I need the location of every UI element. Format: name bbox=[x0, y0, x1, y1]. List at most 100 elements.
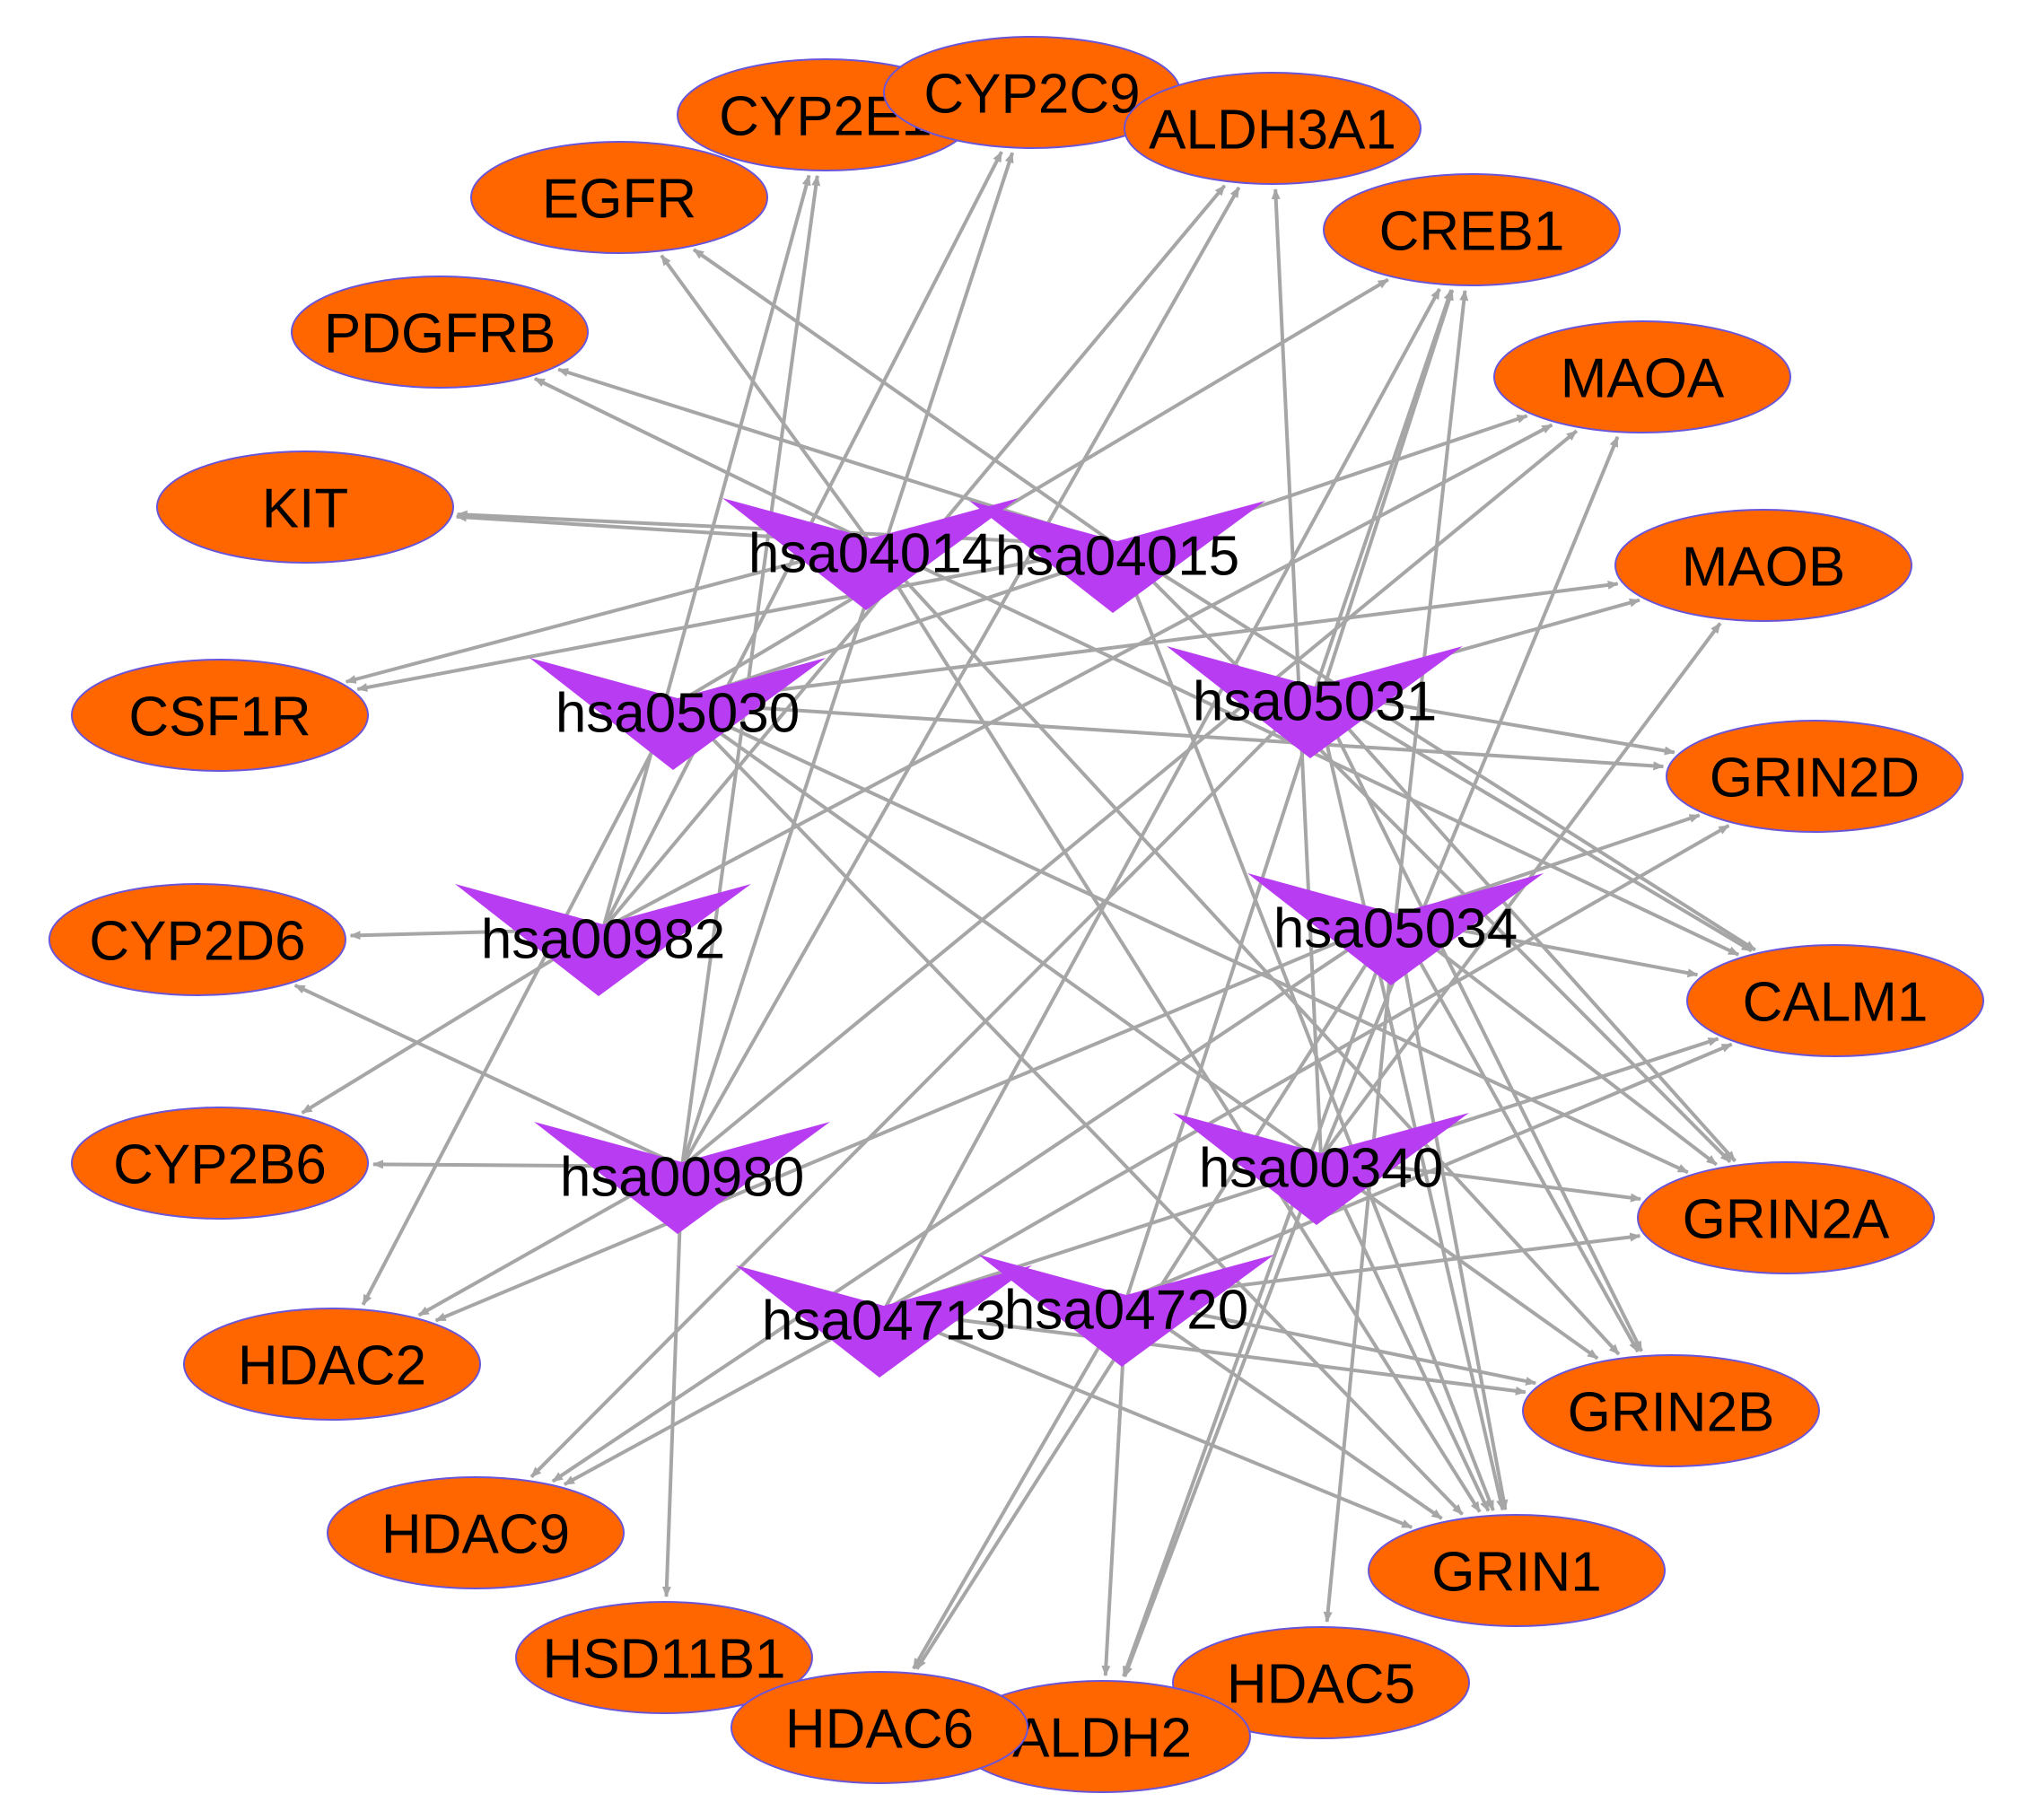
gene-node-calm1[interactable]: CALM1 bbox=[1686, 944, 1984, 1057]
pathway-label: hsa05030 bbox=[556, 683, 800, 745]
edge-hsa05034-HDAC2 bbox=[434, 916, 1396, 1323]
gene-ellipse bbox=[1666, 720, 1964, 833]
gene-label: ALDH2 bbox=[1012, 1708, 1192, 1770]
pathway-chevron bbox=[736, 1265, 1032, 1378]
pathway-chevron bbox=[1247, 873, 1544, 985]
pathway-chevron bbox=[1167, 646, 1463, 758]
gene-ellipse bbox=[1368, 1514, 1666, 1627]
edge-hsa04014-PDGFRB bbox=[533, 377, 871, 545]
edge-hsa04720-GRIN2B bbox=[1125, 1298, 1537, 1386]
pathway-label: hsa04720 bbox=[1004, 1280, 1248, 1342]
edge-hsa00340-ALDH2 bbox=[1123, 1157, 1323, 1677]
pathway-node-hsa04720[interactable]: hsa04720 bbox=[978, 1255, 1274, 1367]
pathway-label: hsa04713 bbox=[762, 1291, 1006, 1352]
gene-node-hdac9[interactable]: HDAC9 bbox=[327, 1476, 625, 1589]
edge-hsa00340-ALDH3A1 bbox=[1271, 188, 1323, 1159]
gene-node-maoa[interactable]: MAOA bbox=[1493, 320, 1791, 433]
gene-node-aldh2[interactable]: ALDH2 bbox=[953, 1680, 1251, 1793]
gene-ellipse bbox=[731, 1671, 1028, 1784]
pathway-node-hsa04014[interactable]: hsa04014 bbox=[722, 498, 1019, 610]
pathway-chevron bbox=[722, 498, 1019, 610]
gene-node-grin2d[interactable]: GRIN2D bbox=[1666, 720, 1964, 833]
gene-node-aldh3a1[interactable]: ALDH3A1 bbox=[1124, 72, 1422, 185]
edge-hsa04720-CALM1 bbox=[1125, 1042, 1733, 1301]
gene-label: PDGFRB bbox=[324, 303, 556, 365]
pathway-node-hsa05030[interactable]: hsa05030 bbox=[529, 658, 826, 770]
gene-ellipse bbox=[48, 883, 346, 996]
edge-hsa05030-GRIN2D bbox=[677, 701, 1665, 771]
gene-node-cyp2d6[interactable]: CYP2D6 bbox=[48, 883, 346, 996]
gene-label: MAOB bbox=[1682, 537, 1846, 599]
edge-hsa00980-MAOA bbox=[680, 429, 1579, 1168]
gene-label: HDAC5 bbox=[1227, 1654, 1415, 1716]
gene-ellipse bbox=[1323, 173, 1621, 286]
gene-label: MAOA bbox=[1561, 348, 1725, 410]
gene-label: EGFR bbox=[542, 169, 696, 231]
edge-hsa04713-GRIN2D bbox=[883, 824, 1730, 1312]
gene-ellipse bbox=[1614, 509, 1912, 622]
pathway-node-hsa00982[interactable]: hsa00982 bbox=[455, 884, 751, 996]
pathway-node-hsa04713[interactable]: hsa04713 bbox=[736, 1265, 1032, 1378]
gene-label: CYP2C9 bbox=[923, 64, 1140, 126]
edge-hsa00980-CYP2D6 bbox=[293, 984, 683, 1168]
gene-node-hdac5[interactable]: HDAC5 bbox=[1172, 1626, 1470, 1739]
edge-hsa00982-CYP2E1 bbox=[601, 174, 811, 930]
gene-label: ALDH3A1 bbox=[1149, 100, 1396, 162]
gene-node-kit[interactable]: KIT bbox=[156, 451, 454, 564]
edge-hsa00980-ALDH3A1 bbox=[680, 186, 1241, 1168]
gene-node-maob[interactable]: MAOB bbox=[1614, 509, 1912, 622]
gene-label: HDAC6 bbox=[785, 1699, 974, 1761]
gene-node-grin1[interactable]: GRIN1 bbox=[1368, 1514, 1666, 1627]
gene-node-cyp2b6[interactable]: CYP2B6 bbox=[71, 1107, 369, 1220]
gene-node-cyp2c9[interactable]: CYP2C9 bbox=[883, 36, 1181, 149]
gene-node-hdac2[interactable]: HDAC2 bbox=[183, 1308, 481, 1421]
gene-ellipse bbox=[71, 659, 369, 772]
edge-hsa00980-CYP2E1 bbox=[680, 174, 821, 1168]
edge-hsa00340-MAOB bbox=[1319, 622, 1722, 1159]
gene-label: CYP2B6 bbox=[113, 1134, 327, 1196]
edge-hsa04014-CSF1R bbox=[345, 541, 871, 684]
pathway-label: hsa04015 bbox=[995, 526, 1239, 588]
edge-hsa05034-CREB1 bbox=[1394, 289, 1469, 919]
pathway-node-hsa05034[interactable]: hsa05034 bbox=[1247, 873, 1544, 985]
edge-hsa00980-CYP2C9 bbox=[680, 152, 1014, 1168]
gene-node-csf1r[interactable]: CSF1R bbox=[71, 659, 369, 772]
edge-hsa04713-GRIN2B bbox=[883, 1308, 1527, 1396]
pathway-node-hsa00980[interactable]: hsa00980 bbox=[534, 1122, 830, 1234]
gene-node-grin2a[interactable]: GRIN2A bbox=[1637, 1161, 1935, 1274]
edge-hsa04713-CREB1 bbox=[882, 288, 1441, 1311]
gene-node-creb1[interactable]: CREB1 bbox=[1323, 173, 1621, 286]
gene-node-pdgfrb[interactable]: PDGFRB bbox=[291, 276, 589, 389]
edge-hsa04015-CALM1 bbox=[1115, 544, 1756, 952]
pathway-node-hsa00340[interactable]: hsa00340 bbox=[1173, 1113, 1469, 1225]
edge-hsa04720-CREB1 bbox=[1124, 289, 1455, 1300]
gene-node-hdac6[interactable]: HDAC6 bbox=[731, 1671, 1028, 1784]
edge-hsa05034-GRIN1 bbox=[1394, 917, 1509, 1511]
edge-hsa05034-GRIN2A bbox=[1394, 916, 1718, 1167]
edge-hsa05031-CALM1 bbox=[1313, 689, 1753, 953]
gene-label: CALM1 bbox=[1743, 972, 1929, 1034]
gene-node-egfr[interactable]: EGFR bbox=[470, 141, 768, 254]
edges-layer bbox=[293, 151, 1756, 1677]
gene-ellipse bbox=[470, 141, 768, 254]
edge-hsa05031-GRIN2A bbox=[1313, 689, 1737, 1163]
edge-hsa00980-HSD11B1 bbox=[661, 1166, 684, 1598]
gene-label: CREB1 bbox=[1379, 201, 1565, 263]
gene-node-grin2b[interactable]: GRIN2B bbox=[1522, 1354, 1820, 1467]
edge-hsa05031-HDAC9 bbox=[529, 689, 1317, 1479]
pathway-chevron bbox=[534, 1122, 830, 1234]
gene-ellipse bbox=[156, 451, 454, 564]
gene-label: GRIN2A bbox=[1683, 1189, 1890, 1251]
gene-node-hsd11b1[interactable]: HSD11B1 bbox=[515, 1601, 813, 1714]
pathway-label: hsa05034 bbox=[1273, 898, 1518, 960]
pathway-chevron bbox=[455, 884, 751, 996]
edge-hsa04015-GRIN2A bbox=[1115, 544, 1732, 1164]
edge-hsa00340-GRIN1 bbox=[1319, 1157, 1491, 1512]
pathway-chevron bbox=[529, 658, 826, 770]
pathway-node-hsa04015[interactable]: hsa04015 bbox=[969, 501, 1265, 613]
edge-hsa04015-CSF1R bbox=[356, 544, 1118, 692]
pathway-node-hsa05031[interactable]: hsa05031 bbox=[1167, 646, 1463, 758]
edge-hsa05030-GRIN2A bbox=[677, 701, 1689, 1175]
edge-hsa00340-MAOA bbox=[1319, 435, 1620, 1159]
